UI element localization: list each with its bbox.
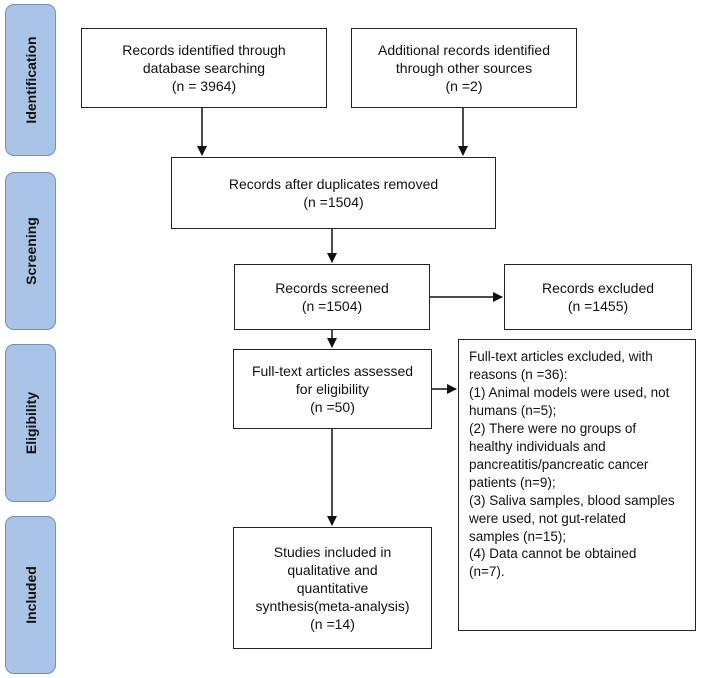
phase-eligibility: Eligibility: [5, 344, 56, 502]
after-duplicates-box: Records after duplicates removed (n =150…: [171, 157, 496, 229]
included-studies-box: Studies included in qualitative and quan…: [233, 527, 432, 649]
phase-eligibility-label: Eligibility: [22, 391, 39, 455]
excluded-text: Records excluded (n =1455): [541, 279, 655, 314]
screened-box: Records screened (n =1504): [234, 264, 430, 330]
phase-identification-label: Identification: [22, 36, 39, 124]
phase-identification: Identification: [5, 4, 56, 156]
phase-included: Included: [5, 516, 56, 674]
database-records-box: Records identified through database sear…: [81, 28, 327, 108]
fulltext-assessed-box: Full-text articles assessed for eligibil…: [233, 349, 432, 429]
included-studies-text: Studies included in qualitative and quan…: [255, 543, 410, 633]
fulltext-excluded-text: Full-text articles excluded, with reason…: [469, 349, 675, 580]
other-records-box: Additional records identified through ot…: [351, 28, 577, 108]
screened-text: Records screened (n =1504): [275, 279, 389, 314]
fulltext-excluded-box: Full-text articles excluded, with reason…: [458, 339, 696, 631]
excluded-box: Records excluded (n =1455): [504, 264, 692, 330]
database-records-text: Records identified through database sear…: [122, 41, 286, 95]
phase-screening: Screening: [5, 172, 56, 330]
fulltext-assessed-text: Full-text articles assessed for eligibil…: [251, 362, 414, 416]
after-duplicates-text: Records after duplicates removed (n =150…: [228, 175, 439, 210]
phase-screening-label: Screening: [22, 217, 39, 285]
other-records-text: Additional records identified through ot…: [378, 41, 550, 95]
phase-included-label: Included: [22, 566, 39, 624]
